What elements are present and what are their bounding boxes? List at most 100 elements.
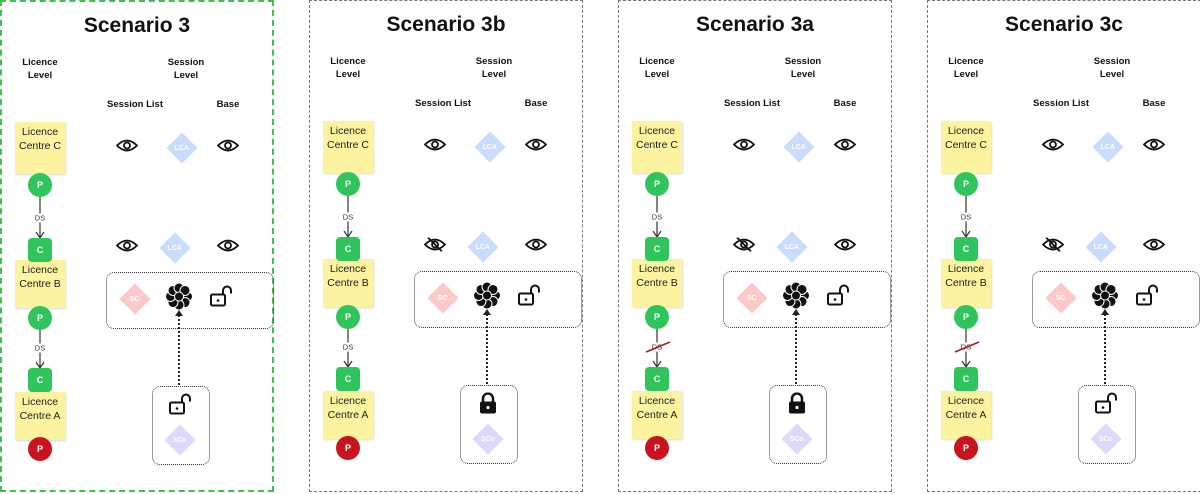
lca-diamond: LCA — [776, 231, 808, 263]
licence-centre-note: Licence Centre B — [323, 259, 373, 307]
session-group-box — [106, 272, 274, 329]
licence-centre-note: Licence Centre C — [632, 121, 682, 173]
eye-icon — [423, 138, 447, 157]
lca-label: LCA — [1093, 243, 1109, 251]
licence-centre-note: Licence Centre A — [632, 391, 682, 439]
p-node: P — [336, 172, 360, 196]
session-level-header: Session Level — [1093, 56, 1131, 80]
strike-icon — [645, 341, 671, 353]
p-node: P — [954, 305, 978, 329]
ds-label-box: DS — [341, 212, 355, 222]
session-level-header: Session Level — [784, 56, 822, 80]
session-list-header: Session List — [415, 98, 471, 109]
cluster-icon — [165, 282, 193, 316]
c-node: C — [645, 237, 669, 261]
p-node: P — [28, 173, 52, 197]
lca-diamond: LCA — [783, 131, 815, 163]
p-node: P — [645, 305, 669, 329]
lca-label: LCA — [482, 143, 498, 151]
unlock-icon — [517, 284, 541, 312]
lca-label: LCA — [174, 144, 190, 152]
dotted-arrow — [792, 309, 800, 386]
ds-label: DS — [34, 213, 46, 223]
lca-diamond: LCA — [166, 132, 198, 164]
scenario-title: Scenario 3b — [386, 13, 506, 36]
eye-icon — [1142, 138, 1166, 157]
eye-icon — [524, 138, 548, 157]
ds-label-box: DS — [959, 212, 973, 222]
session-level-header: Session Level — [167, 57, 205, 81]
dotted-arrow — [1101, 309, 1109, 386]
ds-label: DS — [342, 342, 354, 352]
lca-diamond: LCA — [467, 231, 499, 263]
licence-level-header: Licence Level — [639, 56, 675, 80]
eye-icon — [833, 238, 857, 257]
licence-centre-note: Licence Centre C — [15, 122, 65, 174]
scenario-title: Scenario 3c — [1005, 13, 1123, 36]
licence-centre-note: Licence Centre A — [941, 391, 991, 439]
sc-label: SC — [747, 294, 757, 302]
lca-label: LCA — [167, 244, 183, 252]
unlock-icon — [1135, 284, 1159, 312]
sco-box — [1078, 385, 1136, 464]
sco-label: SCo — [790, 435, 804, 443]
eye-slashed-icon — [1041, 236, 1065, 257]
eye-slashed-icon — [732, 236, 756, 257]
session-level-header: Session Level — [475, 56, 513, 80]
unlock-icon — [826, 284, 850, 312]
licence-level-header: Licence Level — [22, 57, 58, 81]
eye-icon — [216, 239, 240, 258]
base-header: Base — [833, 98, 857, 109]
sc-label: SC — [438, 294, 448, 302]
licence-centre-note: Licence Centre C — [941, 121, 991, 173]
c-node: C — [28, 238, 52, 262]
c-node: C — [336, 237, 360, 261]
session-group-box — [414, 271, 582, 328]
unlock-icon — [1094, 392, 1118, 420]
c-node: C — [954, 367, 978, 391]
p-node: P — [645, 436, 669, 460]
eye-slashed-icon — [423, 236, 447, 257]
session-group-box — [723, 271, 891, 328]
ds-label: DS — [34, 343, 46, 353]
p-node: P — [954, 172, 978, 196]
eye-icon — [1142, 238, 1166, 257]
ds-label-box: DS — [33, 343, 47, 353]
cluster-icon — [782, 281, 810, 315]
sc-label: SC — [130, 295, 140, 303]
c-node: C — [645, 367, 669, 391]
p-node: P — [645, 172, 669, 196]
base-header: Base — [216, 99, 240, 110]
eye-icon — [1041, 138, 1065, 157]
strike-icon — [954, 341, 980, 353]
ds-label: DS — [651, 212, 663, 222]
licence-centre-note: Licence Centre A — [15, 392, 65, 440]
licence-level-header: Licence Level — [330, 56, 366, 80]
ds-label-box: DS — [650, 212, 664, 222]
lca-diamond: LCA — [159, 232, 191, 264]
sc-label: SC — [1056, 294, 1066, 302]
ds-label: DS — [342, 212, 354, 222]
lca-diamond: LCA — [474, 131, 506, 163]
lca-diamond: LCA — [1092, 131, 1124, 163]
scenario-title: Scenario 3 — [83, 14, 191, 37]
scenario-title: Scenario 3a — [696, 13, 814, 36]
unlock-icon — [209, 285, 233, 313]
eye-icon — [115, 239, 139, 258]
c-node: C — [954, 237, 978, 261]
lca-label: LCA — [784, 243, 800, 251]
ds-label-box: DS — [33, 213, 47, 223]
ds-label-box: DS — [341, 342, 355, 352]
lca-diamond: LCA — [1085, 231, 1117, 263]
sco-box — [769, 385, 827, 464]
licence-centre-note: Licence Centre B — [632, 259, 682, 307]
dotted-arrow — [175, 310, 183, 387]
unlock-icon — [168, 393, 192, 421]
sco-label: SCo — [1099, 435, 1113, 443]
sco-box — [460, 385, 518, 464]
base-header: Base — [524, 98, 548, 109]
dotted-arrow — [483, 309, 491, 386]
session-list-header: Session List — [724, 98, 780, 109]
